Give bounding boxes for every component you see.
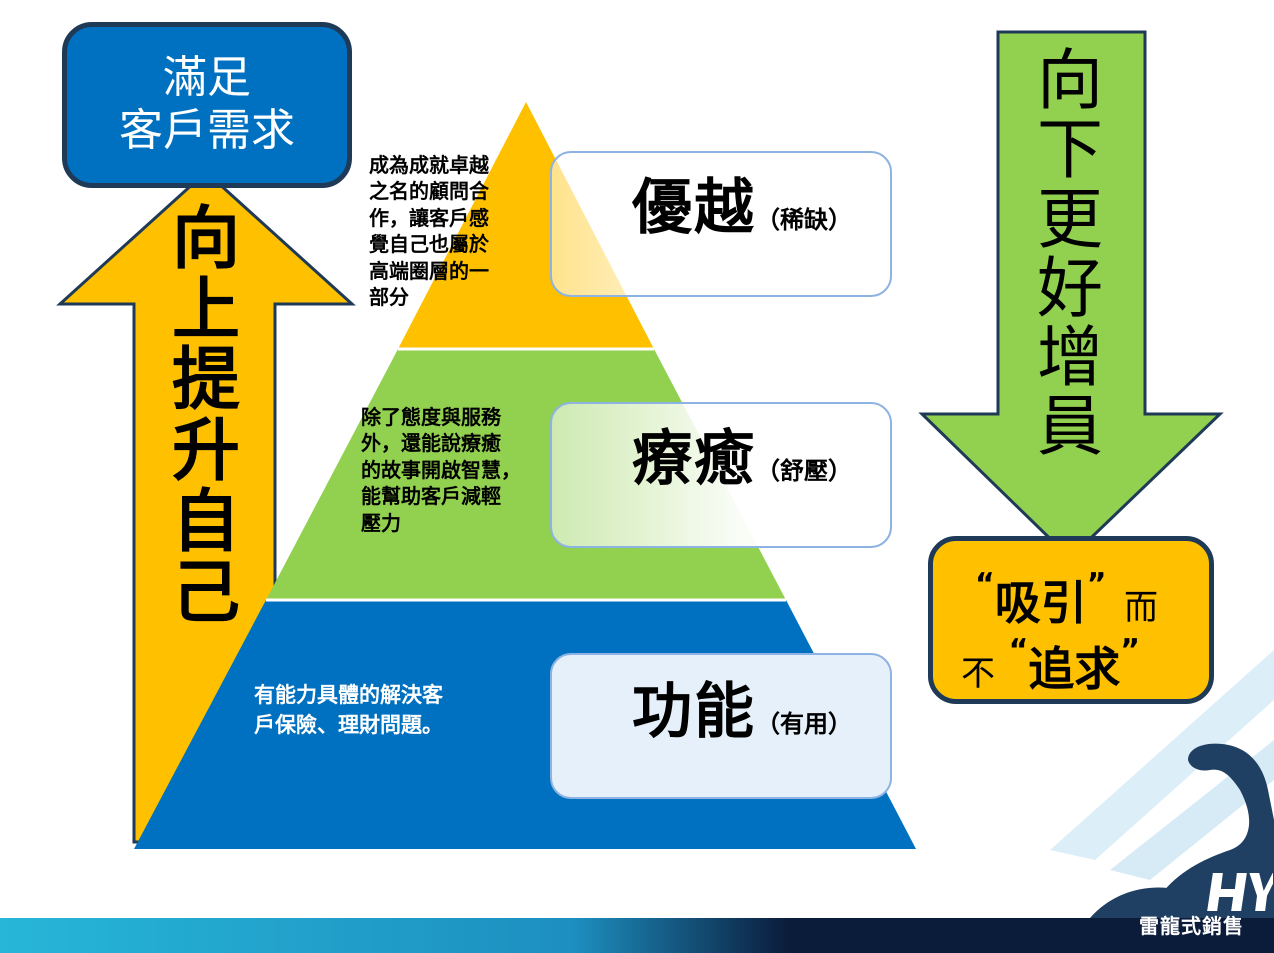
tier-sub-bottom: （有用） [756, 710, 852, 738]
quote-open-2: “ [1008, 633, 1029, 668]
logo-letters-hy [1204, 871, 1274, 913]
quote-close-2: ” [1120, 633, 1141, 668]
attract-not-pursue-box: “吸引” 而 不 “追求” [928, 536, 1214, 704]
tier-title-middle: 療癒 [632, 424, 756, 494]
down-arrow-label: 向 下 更 好 增 員 [1018, 46, 1122, 462]
tier-box-bottom [550, 653, 892, 799]
tier-box-top [550, 151, 892, 297]
down-char-3: 更 [1037, 180, 1103, 258]
pursue-word: 追求 [1028, 642, 1121, 696]
desc-bottom-line-2: 戶保險、理財問題。 [254, 713, 443, 738]
tier-desc-middle: 除了態度與服務 外，還能說療癒 的故事開啟智慧， 能幫助客戶減輕 壓力 [361, 404, 521, 536]
desc-top-line-1: 成為成就卓越 [369, 153, 489, 177]
tier-label-bottom: 功能（有用） [632, 676, 852, 748]
desc-bottom-line-1: 有能力具體的解決客 [254, 683, 443, 707]
desc-middle-line-1: 除了態度與服務 [361, 405, 501, 429]
desc-top-line-4: 覺自己也屬於 [369, 232, 489, 257]
desc-middle-line-3: 的故事開啟智慧， [361, 457, 521, 482]
tier-label-middle: 療癒（舒壓） [632, 423, 852, 495]
satisfy-client-needs-box: 滿足 客戶需求 [62, 22, 352, 188]
down-char-1: 向 [1037, 42, 1103, 119]
footer-bar [0, 918, 1274, 953]
desc-top-line-6: 部分 [369, 284, 409, 309]
quote-open-1: “ [975, 567, 995, 602]
desc-top-line-2: 之名的顧問合 [369, 179, 489, 204]
up-char-2: 上 [171, 270, 240, 350]
tier-sub-middle: （舒壓） [756, 457, 852, 485]
tier-sub-top: （稀缺） [756, 206, 852, 234]
desc-top-line-3: 作，讓客戶感 [369, 205, 489, 230]
down-char-4: 好 [1037, 249, 1103, 327]
attract-word: 吸引 [994, 576, 1087, 630]
up-char-4: 升 [171, 412, 240, 492]
tier-title-top: 優越 [632, 173, 756, 243]
up-arrow-label: 向 上 提 升 自 己 [154, 200, 258, 633]
desc-middle-line-5: 壓力 [361, 510, 401, 535]
footer-brand: 雷龍式銷售 [1139, 914, 1244, 938]
down-char-6: 員 [1037, 388, 1103, 466]
attract-conj: 而 [1124, 588, 1159, 628]
up-char-1: 向 [171, 200, 240, 279]
up-char-6: 己 [171, 553, 240, 633]
up-char-5: 自 [171, 482, 240, 562]
satisfy-line-2: 客戶需求 [119, 105, 295, 156]
quote-close-1: ” [1086, 567, 1107, 602]
desc-middle-line-4: 能幫助客戶減輕 [361, 484, 501, 509]
tier-desc-top: 成為成就卓越 之名的顧問合 作，讓客戶感 覺自己也屬於 高端圈層的一 部分 [369, 152, 489, 310]
tier-label-top: 優越（稀缺） [632, 172, 852, 244]
attract-neg: 不 [961, 654, 995, 694]
satisfy-line-1: 滿足 [163, 52, 251, 104]
down-arrow [918, 30, 1224, 561]
up-char-3: 提 [171, 341, 240, 421]
tier-desc-bottom: 有能力具體的解決客 戶保險、理財問題。 [254, 680, 443, 741]
down-char-2: 下 [1037, 111, 1103, 189]
desc-middle-line-2: 外，還能說療癒 [361, 431, 501, 456]
down-char-5: 增 [1037, 319, 1103, 397]
tier-box-middle [550, 402, 892, 548]
desc-top-line-5: 高端圈層的一 [369, 258, 489, 283]
tier-title-bottom: 功能 [632, 677, 756, 747]
